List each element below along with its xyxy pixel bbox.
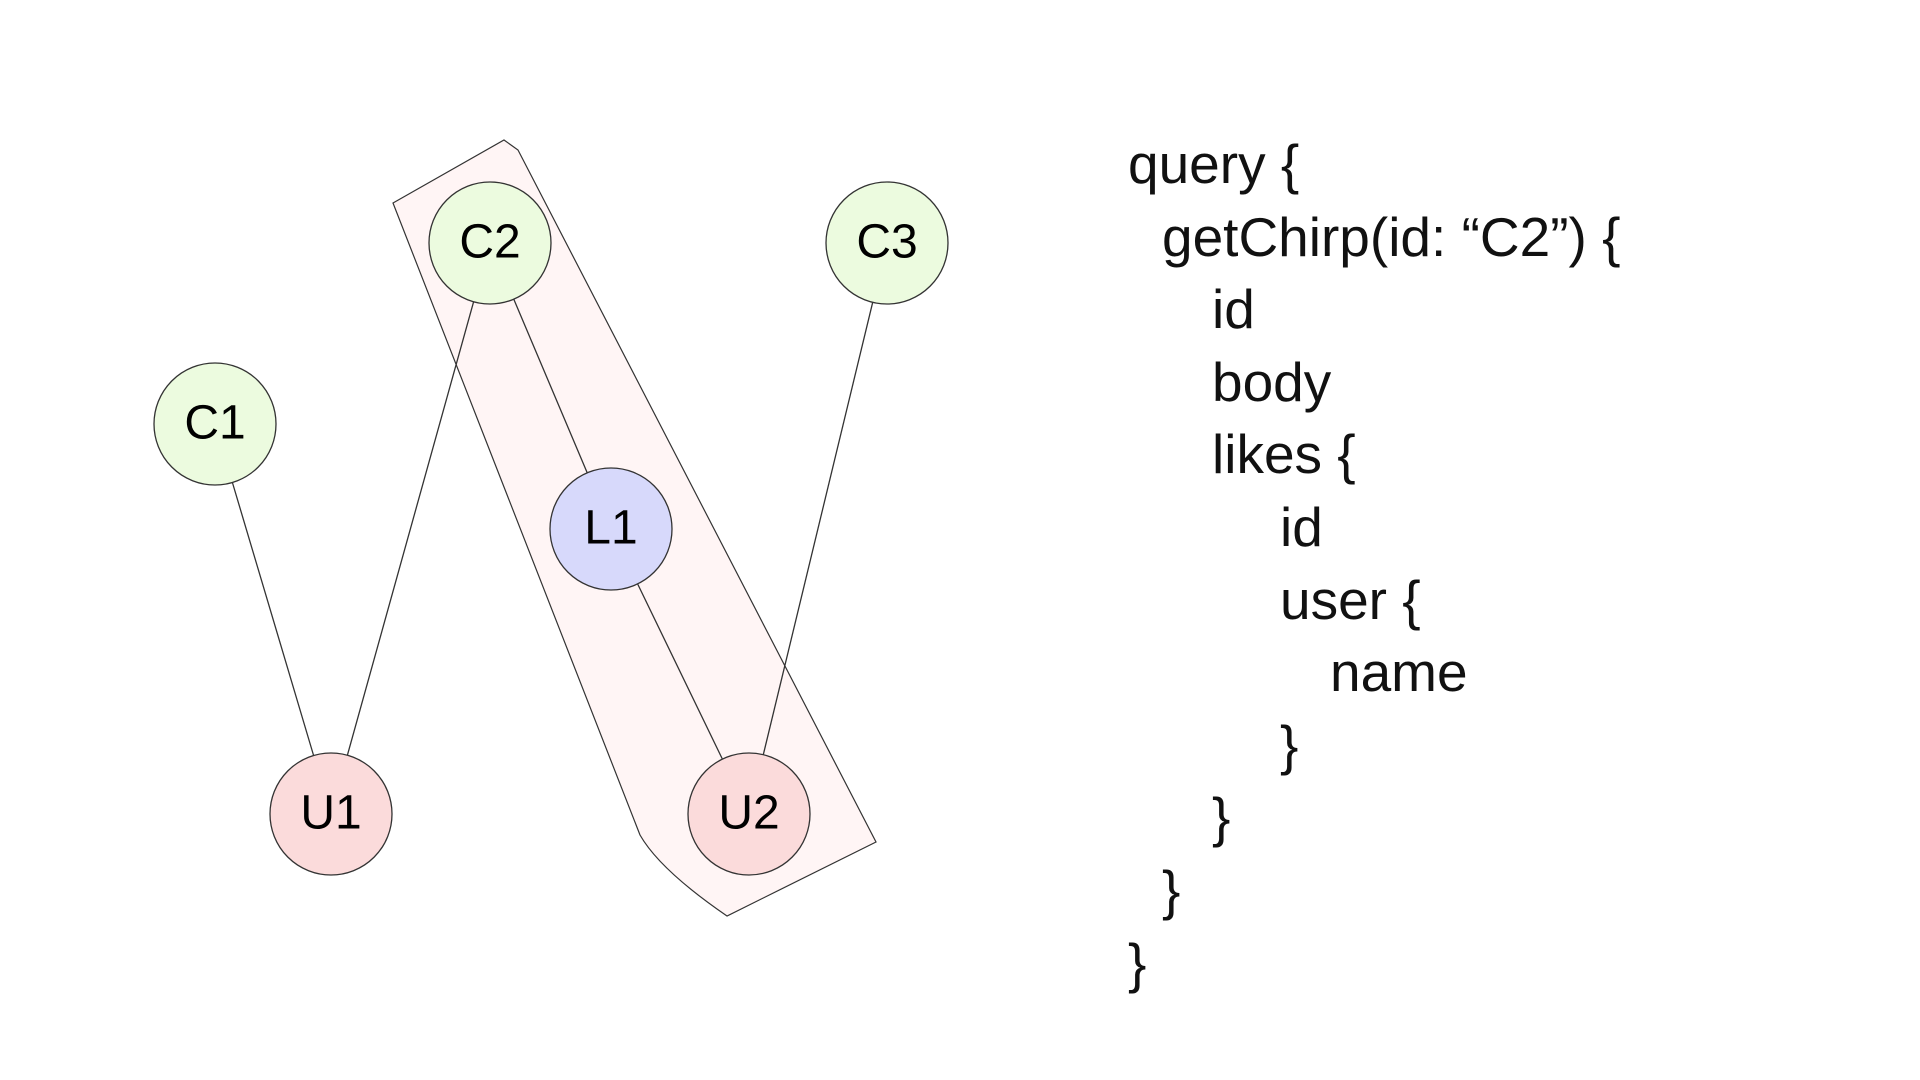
node-circle-c2 bbox=[428, 181, 552, 305]
edge-c2-l1 bbox=[513, 298, 588, 474]
node-label-u1: U1 bbox=[300, 787, 361, 840]
edge-l1-u2 bbox=[637, 583, 723, 760]
query-line: body bbox=[1212, 350, 1332, 413]
query-line: id bbox=[1280, 496, 1323, 558]
node-circle-u2 bbox=[687, 752, 811, 876]
node-circle-u1 bbox=[269, 752, 393, 876]
node-circle-c3 bbox=[825, 181, 949, 305]
node-label-l1: L1 bbox=[584, 502, 637, 555]
query-line: } bbox=[1280, 713, 1299, 776]
query-line: likes { bbox=[1212, 423, 1356, 486]
node-label-c3: C3 bbox=[856, 216, 917, 269]
query-line: query { bbox=[1128, 133, 1300, 195]
node-circle-c1 bbox=[153, 362, 277, 486]
node-c3: C3 bbox=[825, 181, 949, 305]
query-line: } bbox=[1212, 786, 1231, 849]
query-line: } bbox=[1162, 859, 1181, 921]
query-line: name bbox=[1330, 641, 1468, 704]
node-circle-l1 bbox=[549, 467, 673, 591]
query-line: getChirp(id: “C2”) { bbox=[1162, 205, 1621, 268]
node-label-c2: C2 bbox=[459, 216, 520, 269]
node-u1: U1 bbox=[269, 752, 393, 876]
edge-c2-u1 bbox=[346, 301, 475, 756]
node-l1: L1 bbox=[549, 467, 673, 591]
edges-layer bbox=[231, 298, 874, 760]
node-c2: C2 bbox=[428, 181, 552, 305]
query-line: id bbox=[1212, 278, 1255, 341]
query-line: } bbox=[1128, 931, 1147, 994]
node-u2: U2 bbox=[687, 752, 811, 876]
edge-c1-u1 bbox=[231, 482, 315, 756]
node-label-u2: U2 bbox=[718, 787, 779, 840]
node-c1: C1 bbox=[153, 362, 277, 486]
edge-c3-u2 bbox=[762, 302, 874, 755]
query-line: user { bbox=[1280, 568, 1421, 631]
node-label-c1: C1 bbox=[184, 397, 245, 450]
